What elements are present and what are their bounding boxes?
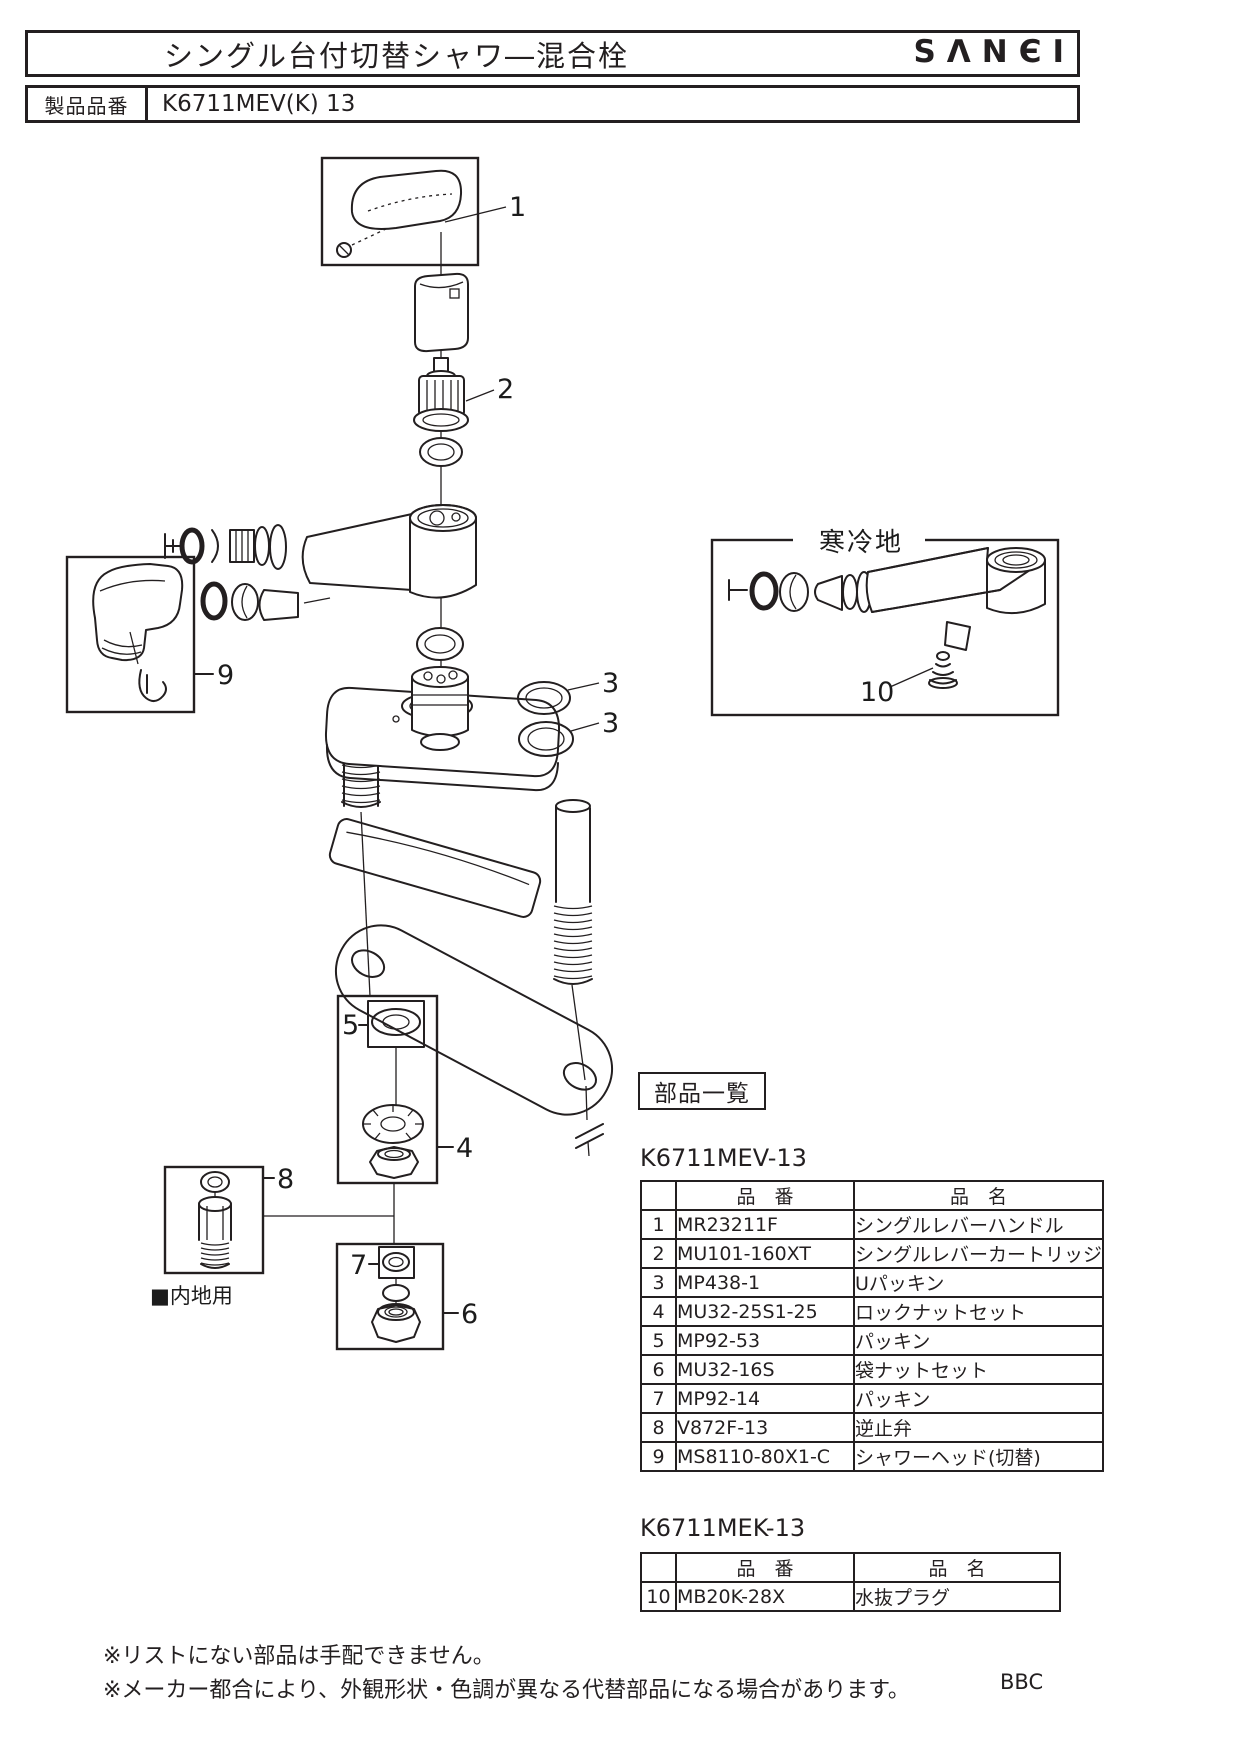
handle-cap — [414, 272, 469, 353]
page-title: シングル台付切替シャワ―混合栓 — [164, 38, 630, 73]
table-row: 2 MU101-160XT シングルレバーカートリッジ — [640, 1238, 1105, 1269]
title-bar: シングル台付切替シャワ―混合栓 SΛNЄI — [25, 30, 1080, 77]
shower-head — [92, 563, 184, 662]
base-gasket — [328, 818, 542, 918]
note-line-2: ※メーカー都合により、外観形状・色調が異なる代替部品になる場合があります。 — [103, 1678, 910, 1703]
callout-10-leader — [889, 667, 934, 688]
col-part-name: 品 名 — [852, 1180, 1105, 1211]
callout-4: 4 — [456, 1133, 473, 1164]
table-row: 10 MB20K-28X 水抜プラグ — [640, 1581, 1061, 1612]
right-mount-shank — [553, 799, 593, 985]
spout-base-ring — [416, 627, 464, 661]
lever-handle — [350, 169, 463, 230]
table-header-row: 品 番 品 名 — [640, 1552, 1061, 1583]
packing-5 — [371, 1008, 421, 1036]
table-row: 1 MR23211F シングルレバーハンドル — [640, 1209, 1105, 1240]
u-packing-rings — [517, 681, 574, 757]
callout-5: 5 — [342, 1010, 359, 1041]
check-valve — [198, 1196, 232, 1269]
check-valve-box — [163, 1165, 265, 1275]
locknut-set-box — [336, 994, 439, 1185]
cartridge — [413, 357, 469, 432]
callout-7: 7 — [350, 1250, 367, 1281]
spout-aerator-parts — [164, 524, 287, 570]
callout-9: 9 — [217, 660, 234, 691]
table-row: 9 MS8110-80X1-C シャワーヘッド(切替) — [640, 1441, 1105, 1472]
callout-1-leader — [444, 206, 507, 223]
col-part-name: 品 名 — [853, 1552, 1061, 1583]
cold-spout — [728, 547, 1046, 651]
callout-1: 1 — [509, 192, 526, 223]
shower-head-box — [65, 555, 196, 714]
col-part-number: 品 番 — [675, 1180, 855, 1211]
valve-washer — [200, 1171, 230, 1193]
mounting-plate — [334, 924, 614, 1116]
table-row: 8 V872F-13 逆止弁 — [640, 1412, 1105, 1443]
callout-10: 10 — [860, 677, 894, 708]
hose-o-ring — [200, 581, 228, 621]
table-row: 6 MU32-16S 袋ナットセット — [640, 1354, 1105, 1385]
table2-title: K6711MEK-13 — [640, 1514, 806, 1542]
footer-notes: ※リストにない部品は手配できません。 ※メーカー都合により、外観形状・色調が異な… — [103, 1640, 910, 1708]
parts-table-mek: 品 番 品 名 10 MB20K-28X 水抜プラグ — [640, 1552, 1061, 1612]
spout-body — [301, 504, 477, 599]
drain-plug — [928, 651, 958, 689]
col-part-number: 品 番 — [675, 1552, 855, 1583]
cap-nut — [371, 1303, 421, 1343]
page-code: BBC — [1000, 1670, 1044, 1694]
cartridge-ring — [419, 437, 463, 467]
handle-box — [320, 156, 480, 267]
star-washer — [362, 1104, 424, 1144]
table-header-row: 品 番 品 名 — [640, 1180, 1105, 1211]
cold-region-box: 10 寒冷地 — [710, 526, 1060, 717]
callout-2: 2 — [497, 374, 514, 405]
product-number-bar: 製品品番 K6711MEV(K) 13 — [25, 85, 1080, 123]
lock-nut — [369, 1146, 419, 1179]
product-number-label: 製品品番 — [28, 88, 148, 120]
brand-logo: SΛNЄI — [913, 34, 1075, 70]
parts-list-heading: 部品一覧 — [638, 1072, 766, 1110]
valve-body — [411, 666, 469, 751]
hose-connector — [229, 524, 287, 570]
table1-title: K6711MEV-13 — [640, 1144, 807, 1172]
right-column-line — [571, 984, 604, 1157]
note-line-1: ※リストにない部品は手配できません。 — [103, 1644, 495, 1669]
small-o-ring — [382, 1284, 410, 1302]
plug-port — [944, 621, 971, 651]
inland-label: ■内地用 — [150, 1284, 233, 1308]
cap-nut-set-box — [335, 1242, 445, 1351]
table-row: 5 MP92-53 パッキン — [640, 1325, 1105, 1356]
table-row: 4 MU32-25S1-25 ロックナットセット — [640, 1296, 1105, 1327]
callout-2-leader — [465, 389, 495, 402]
aerator-o-ring — [179, 527, 205, 565]
parts-table-mev: 品 番 品 名 1 MR23211F シングルレバーハンドル 2 MU101-1… — [640, 1180, 1105, 1472]
cold-region-label: 寒冷地 — [819, 528, 903, 558]
callout-3b: 3 — [602, 708, 619, 739]
packing-7 — [382, 1252, 410, 1272]
callout-6: 6 — [461, 1299, 478, 1330]
shower-hose-parts — [200, 581, 331, 621]
head-hook — [138, 669, 167, 702]
table-row: 3 MP438-1 Uパッキン — [640, 1267, 1105, 1298]
left-column-line — [360, 811, 371, 997]
table-row: 7 MP92-14 パッキン — [640, 1383, 1105, 1414]
callout-3a: 3 — [602, 668, 619, 699]
product-number-value: K6711MEV(K) 13 — [162, 91, 356, 117]
callout-8: 8 — [277, 1164, 294, 1195]
handle-screw — [336, 242, 352, 258]
callout-3b-leader — [570, 722, 600, 732]
callout-3a-leader — [567, 682, 600, 691]
